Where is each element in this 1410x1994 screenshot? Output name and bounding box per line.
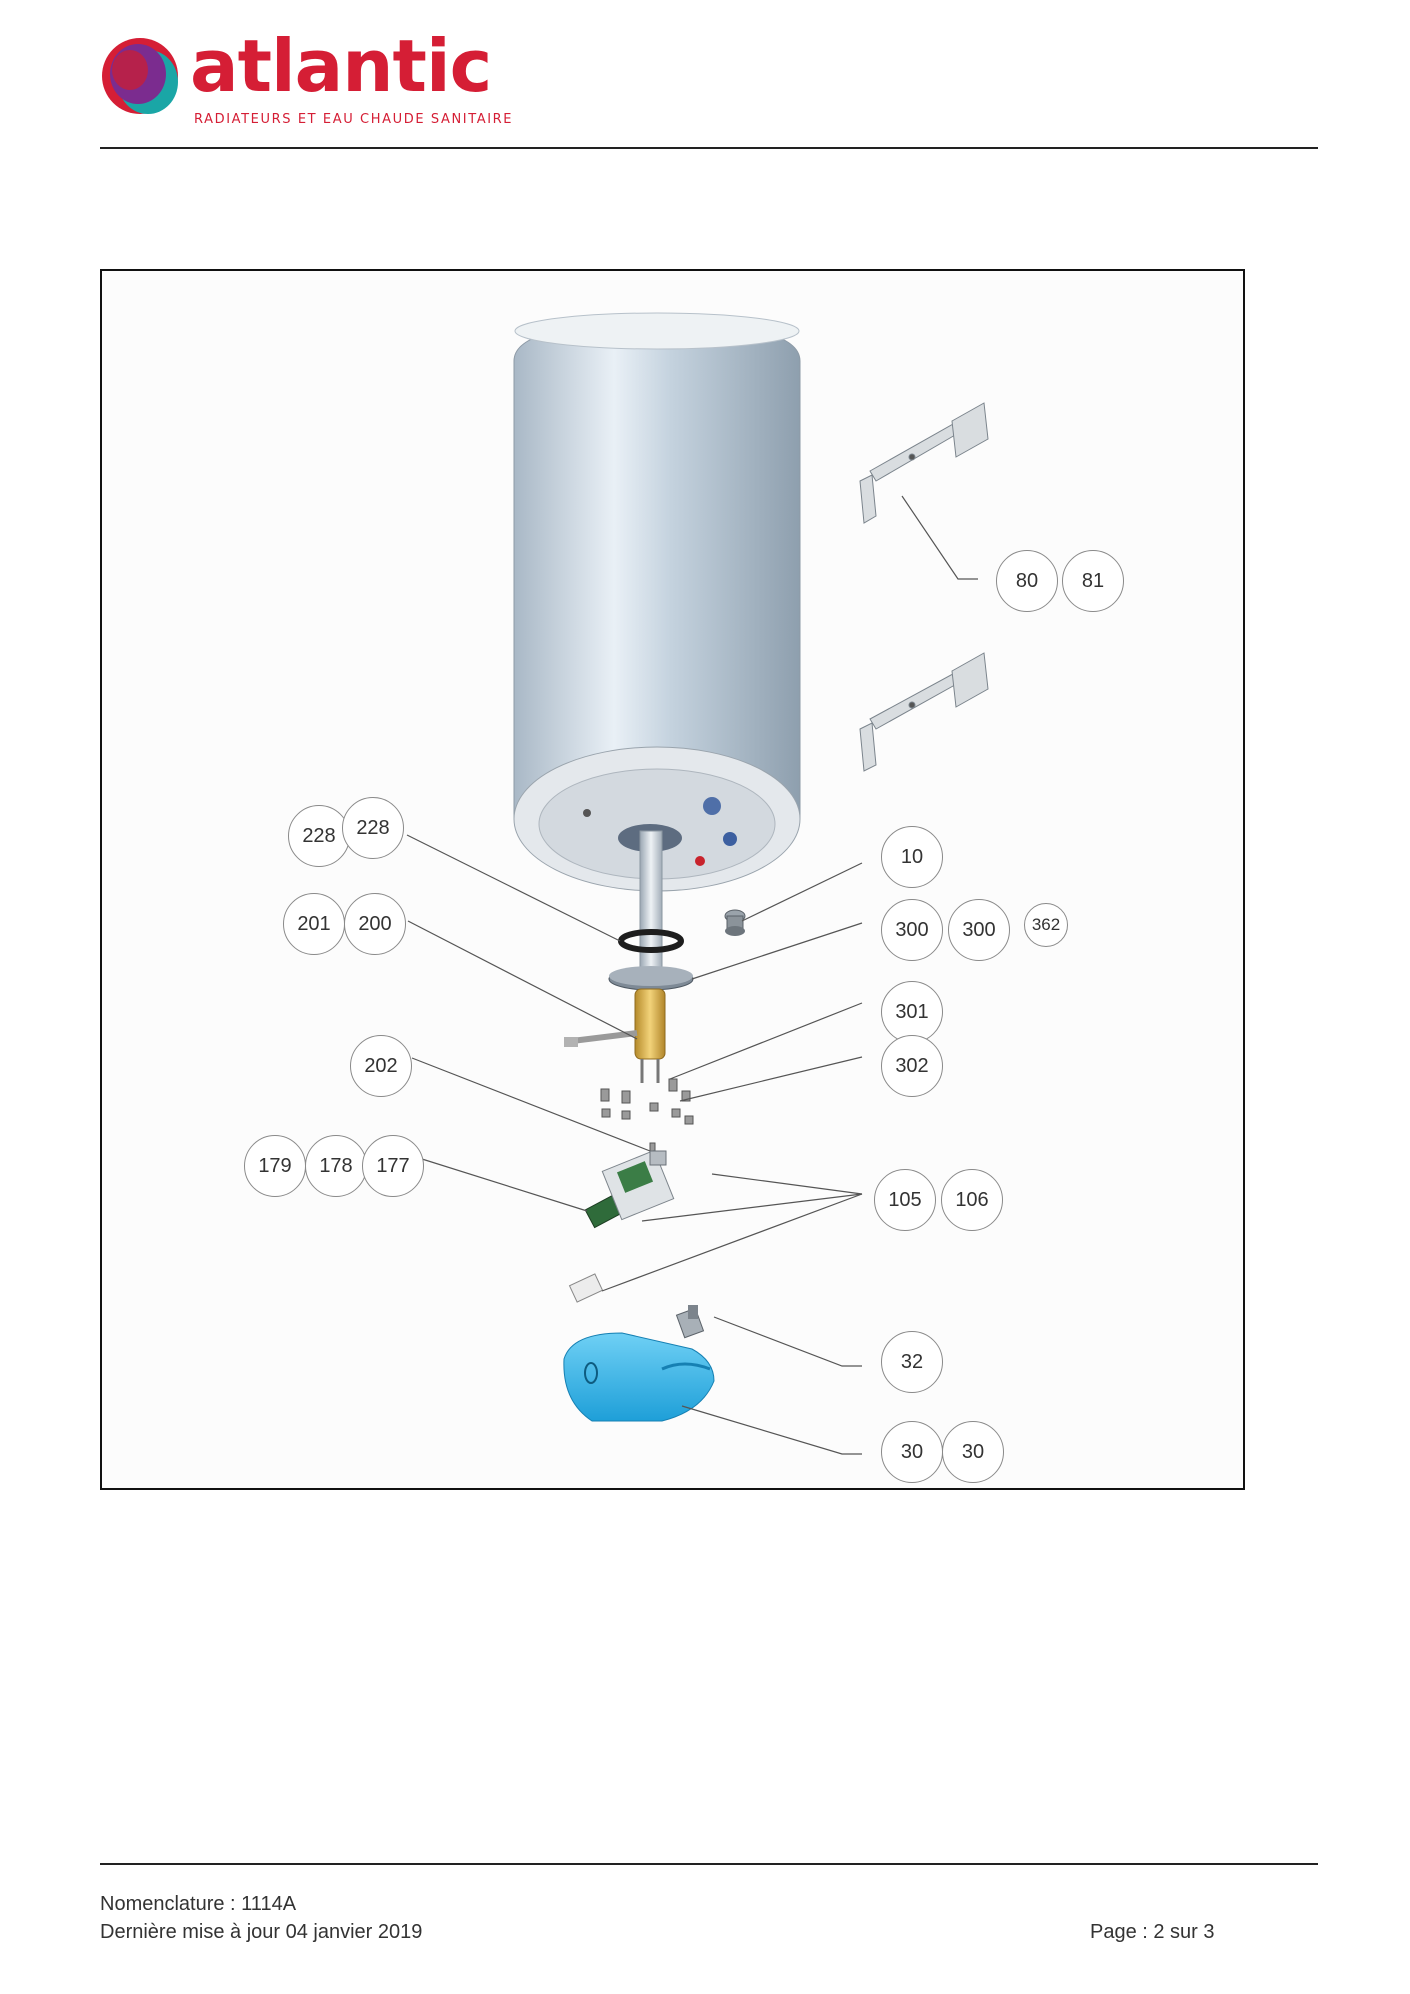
- exploded-view-diagram: 80 81 228 228 10 201 200 300 300 362 301…: [100, 269, 1245, 1490]
- callout-228b: 228: [342, 797, 404, 859]
- protective-cover: [563, 1332, 715, 1422]
- callout-300a: 300: [881, 899, 943, 961]
- footer-nomenclature: Nomenclature : 1114A: [100, 1893, 297, 1915]
- gasket-ring: [618, 929, 684, 953]
- brand-tagline: RADIATEURS ET EAU CHAUDE SANITAIRE: [194, 112, 514, 127]
- callout-228a: 228: [288, 805, 350, 867]
- callout-202: 202: [350, 1035, 412, 1097]
- small-fitting: [724, 909, 746, 936]
- callout-302: 302: [881, 1035, 943, 1097]
- footer-divider: [100, 1863, 1318, 1865]
- callout-300b: 300: [948, 899, 1010, 961]
- callout-106: 106: [941, 1169, 1003, 1231]
- heating-element: [564, 988, 666, 1083]
- wall-bracket-lower: [859, 652, 989, 772]
- brand-logo: atlantic RADIATEURS ET EAU CHAUDE SANITA…: [98, 24, 518, 130]
- callout-301: 301: [881, 981, 943, 1043]
- callout-30a: 30: [881, 1421, 943, 1483]
- callout-200: 200: [344, 893, 406, 955]
- footer-last-updated: Dernière mise à jour 04 janvier 2019: [100, 1921, 423, 1943]
- callout-32: 32: [881, 1331, 943, 1393]
- wall-bracket-upper: [859, 402, 989, 524]
- callout-80: 80: [996, 550, 1058, 612]
- callout-10: 10: [881, 826, 943, 888]
- callout-201: 201: [283, 893, 345, 955]
- header-divider: [100, 147, 1318, 149]
- callout-30b: 30: [942, 1421, 1004, 1483]
- water-heater-exploded-drawing: [406, 312, 989, 1455]
- callout-179: 179: [244, 1135, 306, 1197]
- callout-178: 178: [305, 1135, 367, 1197]
- callout-105: 105: [874, 1169, 936, 1231]
- screws-and-nuts: [600, 1078, 694, 1152]
- thermostat-assembly: [584, 1149, 675, 1229]
- cable-clamp: [675, 1305, 705, 1339]
- callout-81: 81: [1062, 550, 1124, 612]
- atlantic-logo-icon: [102, 38, 178, 114]
- connector-block: [568, 1273, 604, 1303]
- callout-362: 362: [1024, 903, 1068, 947]
- tank: [513, 312, 801, 892]
- callout-177: 177: [362, 1135, 424, 1197]
- leader-lines: [406, 495, 978, 1455]
- footer-page-number: Page : 2 sur 3: [1090, 1921, 1215, 1943]
- brand-name: atlantic: [190, 24, 492, 108]
- flange-plate: [608, 966, 694, 991]
